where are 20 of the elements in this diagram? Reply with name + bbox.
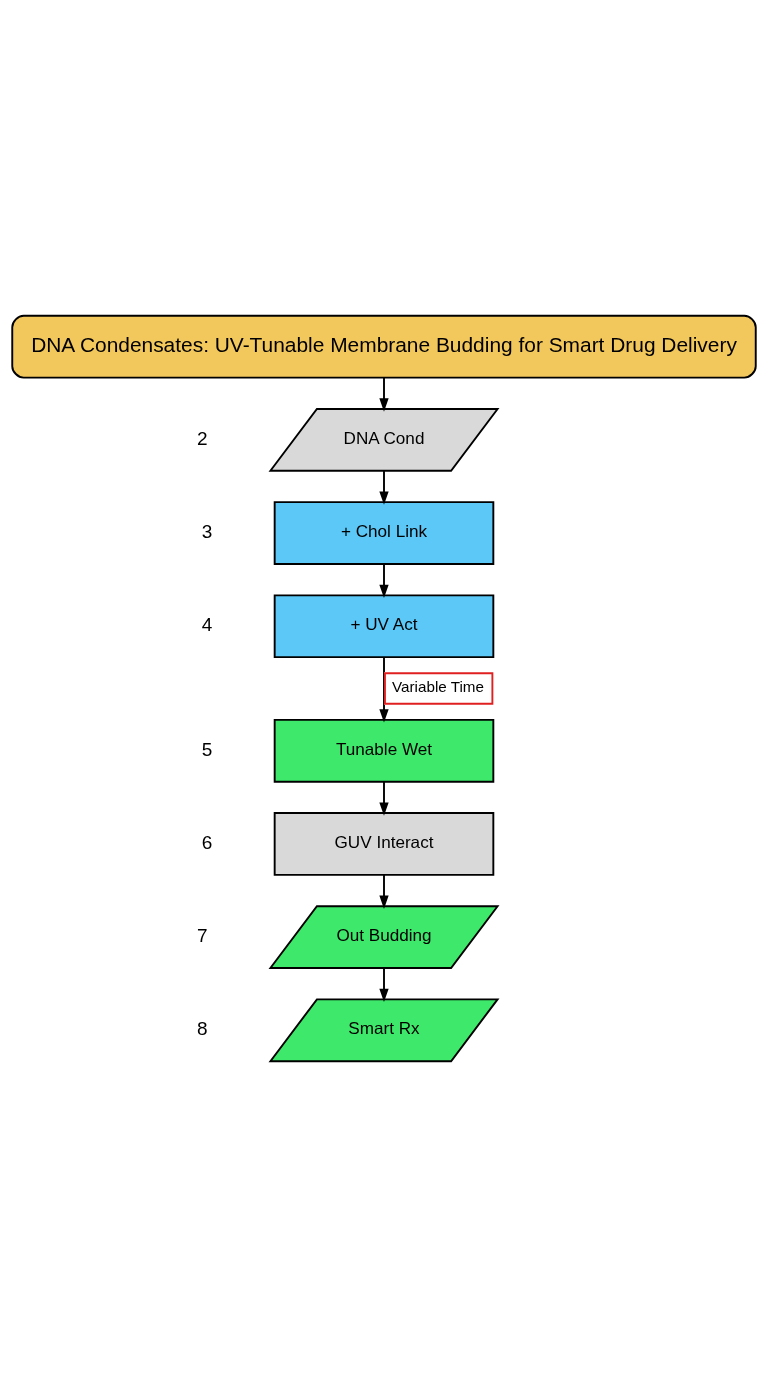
edge-label: Variable Time xyxy=(392,677,484,695)
node-label: 4 xyxy=(201,613,213,635)
node-label: 3 xyxy=(201,520,213,542)
arrow xyxy=(379,873,389,909)
node-box: GUV Interact xyxy=(273,811,495,876)
node-box: + UV Act xyxy=(273,593,495,658)
arrow xyxy=(379,562,389,598)
arrow xyxy=(379,376,389,412)
node-label: 6 xyxy=(201,831,213,853)
arrow xyxy=(379,469,389,505)
node-box: DNA Condensates: UV-Tunable Membrane Budding for Smart Drug Delivery xyxy=(11,314,757,379)
node-box: Tunable Wet xyxy=(273,718,495,783)
node-label: 5 xyxy=(201,738,213,760)
arrow xyxy=(379,966,389,1002)
arrow xyxy=(379,655,389,723)
node-box: + Chol Link xyxy=(273,500,495,565)
node-label: 2 xyxy=(197,427,208,449)
node-label: 8 xyxy=(197,1017,208,1039)
node-label: 7 xyxy=(197,924,208,946)
arrow xyxy=(379,780,389,816)
